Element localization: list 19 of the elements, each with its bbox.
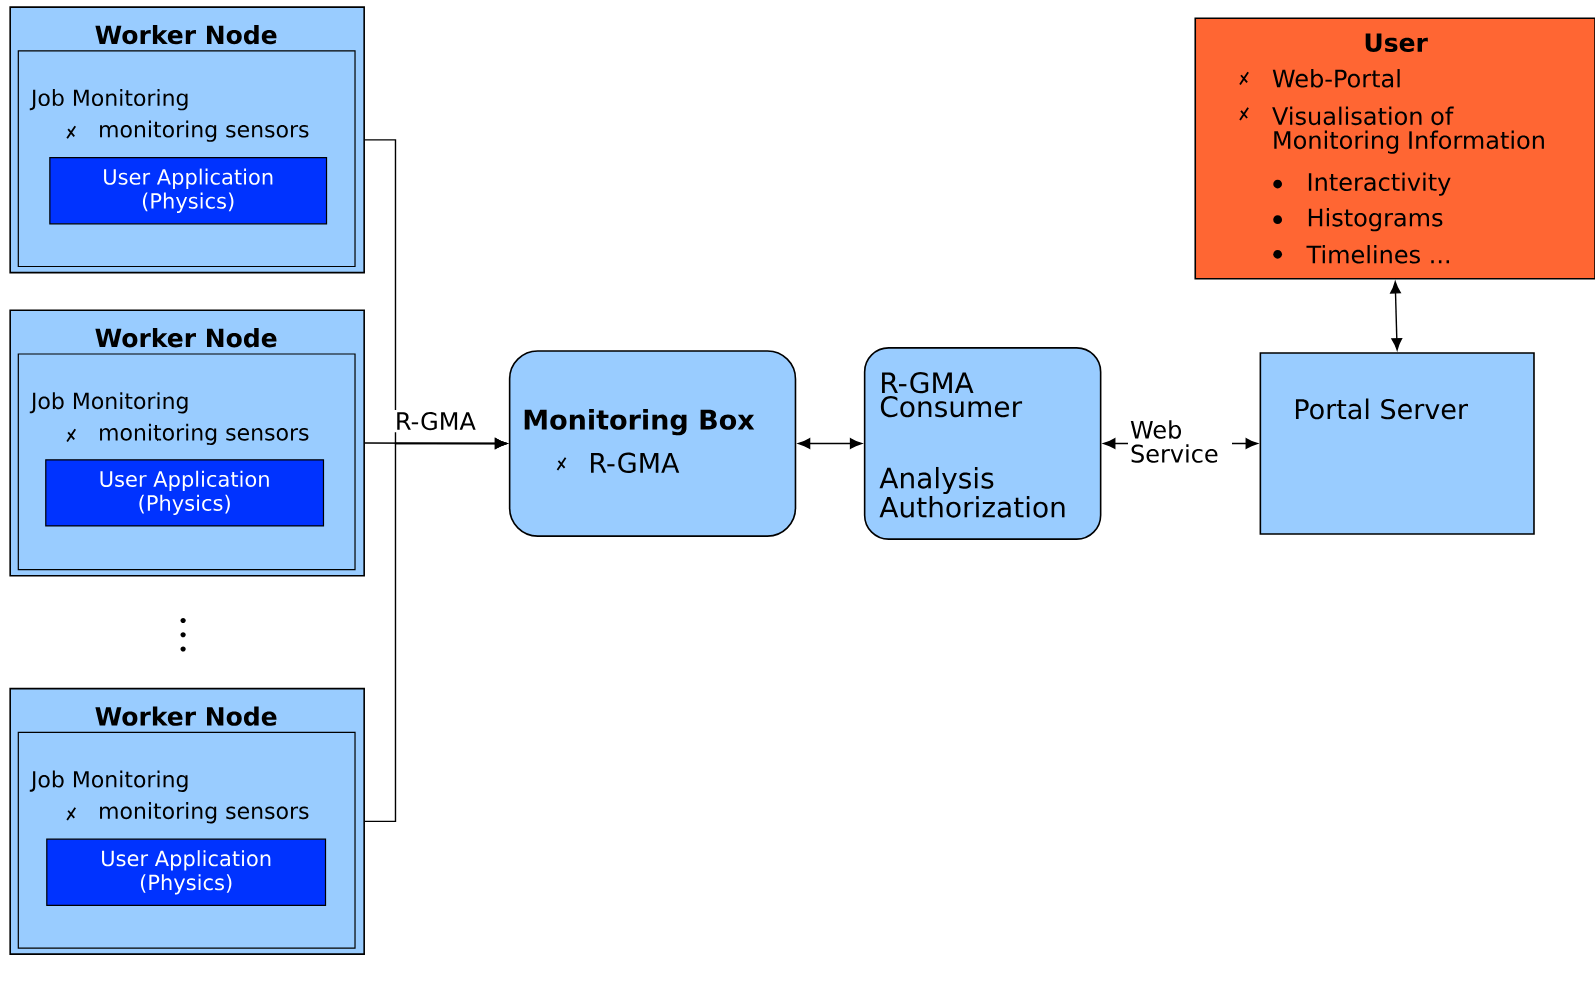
edge-label: R-GMA: [392, 410, 478, 433]
arrow: [364, 438, 507, 823]
arrow: [1390, 281, 1403, 351]
bullet-text: Web-Portal: [1272, 69, 1400, 88]
application-box: User Application (Physics): [46, 838, 327, 907]
bullet-text: R-GMA: [591, 452, 680, 474]
bullet-text: Visualisation of Monitoring Information: [1272, 106, 1544, 154]
application-box: User Application (Physics): [45, 459, 325, 527]
bullet-text: monitoring sensors: [100, 120, 309, 142]
consumer-box: R-GMA Consumer Analysis Authorization: [863, 347, 1102, 541]
bullet-text: Histograms: [1308, 208, 1443, 232]
portal-server-box: Portal Server: [1259, 352, 1535, 535]
edge-label: Web Service: [1128, 418, 1232, 465]
bullet-text: Interactivity: [1308, 172, 1451, 196]
bullet-text: Timelines ...: [1306, 245, 1450, 264]
bullet-text: monitoring sensors: [100, 423, 309, 446]
bullet-text: monitoring sensors: [100, 802, 309, 824]
arrow: [798, 438, 862, 450]
application-box: User Application (Physics): [49, 157, 328, 225]
